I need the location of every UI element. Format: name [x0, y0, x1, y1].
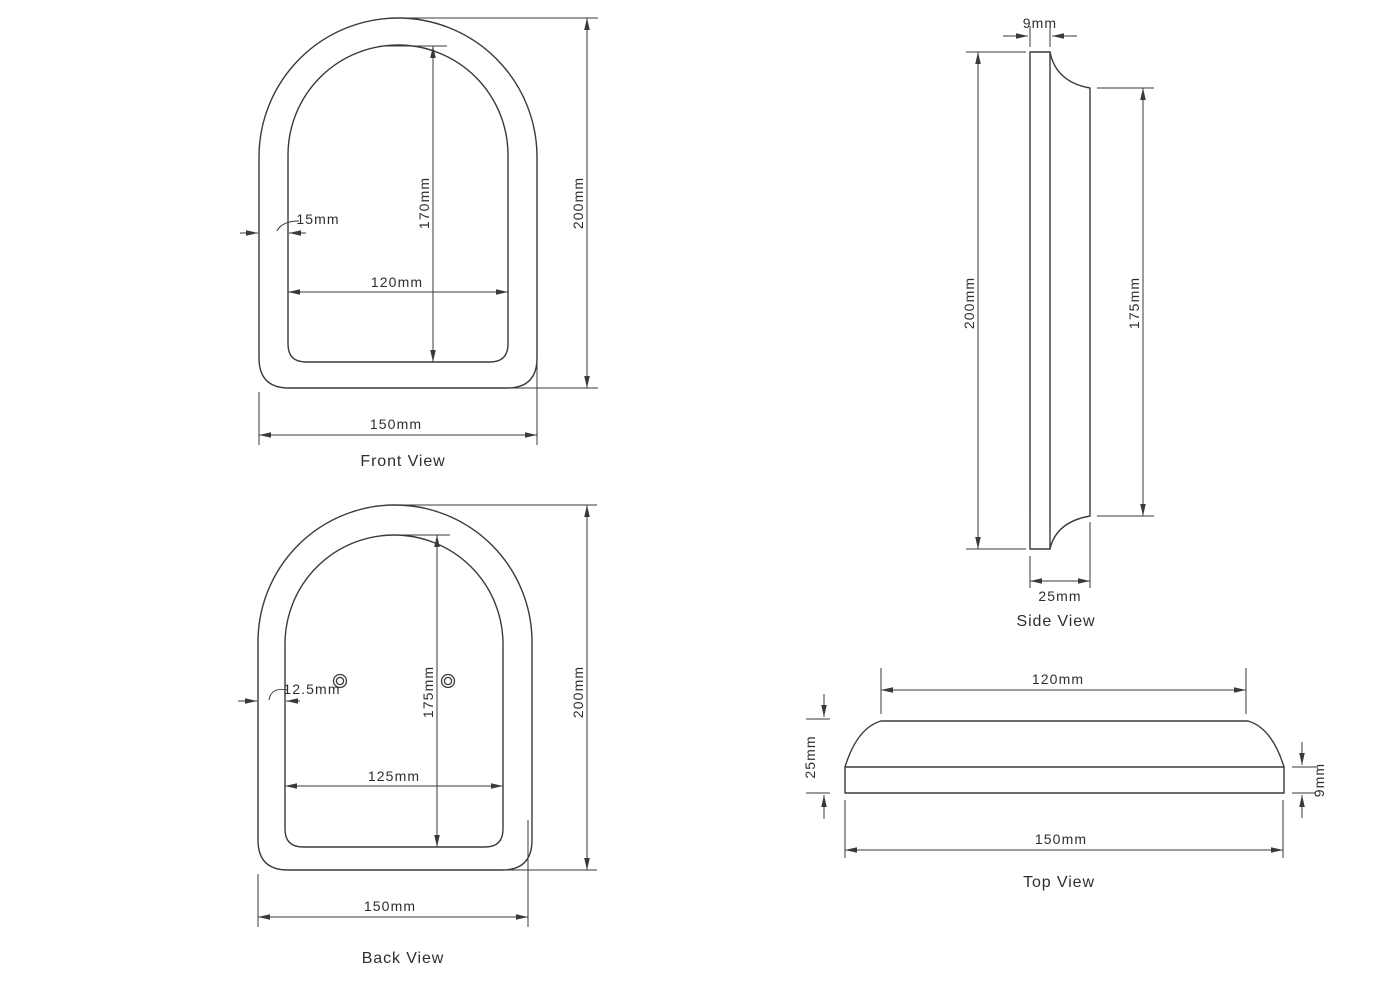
- side-dim-face-height: 175mm: [1097, 87, 1154, 517]
- front-dim-inner-height: 170mm: [380, 45, 447, 362]
- top-dim-base-thickness: 9mm: [1292, 742, 1327, 818]
- side-dim-overall-depth: 25mm: [1029, 522, 1091, 604]
- back-inner-height-value: 175mm: [420, 666, 436, 718]
- top-view-label: Top View: [1023, 874, 1095, 891]
- side-face-height-value: 175mm: [1126, 277, 1142, 329]
- front-wall-thickness-value: 15mm: [296, 211, 339, 227]
- front-dim-outer-width: 150mm: [258, 362, 538, 445]
- top-dim-overall-depth: 25mm: [802, 694, 830, 819]
- hole-outer-circle: [440, 673, 456, 689]
- side-dim-top-thickness: 9mm: [1003, 15, 1077, 47]
- side-view: 9mm 200mm 175mm 25mm Side View: [961, 15, 1154, 630]
- back-outer-width-value: 150mm: [364, 898, 416, 914]
- back-outer-height-value: 200mm: [570, 666, 586, 718]
- front-outer-height-value: 200mm: [570, 177, 586, 229]
- back-inner-outline: [284, 534, 504, 848]
- front-dim-inner-width: 120mm: [288, 274, 508, 295]
- front-view: 200mm 170mm 120mm 150mm 15mm Front View: [240, 17, 598, 470]
- back-dim-outer-height: 200mm: [397, 504, 597, 871]
- top-dim-base-width: 150mm: [844, 800, 1284, 858]
- side-overall-height-value: 200mm: [961, 277, 977, 329]
- side-overall-depth-value: 25mm: [1038, 588, 1081, 604]
- front-outer-outline: [258, 17, 538, 389]
- side-dim-overall-height: 200mm: [961, 51, 1026, 550]
- top-top-width-value: 120mm: [1032, 671, 1084, 687]
- back-view: 200mm 175mm 125mm 150mm 12.5mm Back View: [238, 504, 597, 967]
- side-top-thickness-value: 9mm: [1023, 15, 1057, 31]
- top-dim-top-width: 120mm: [880, 668, 1247, 714]
- back-screw-hole-left: [332, 673, 348, 689]
- back-wall-thickness-value: 12.5mm: [283, 681, 340, 697]
- back-dim-wall-thickness: 12.5mm: [238, 681, 340, 704]
- front-inner-height-value: 170mm: [416, 177, 432, 229]
- hole-outer-circle: [332, 673, 348, 689]
- leader-line: [276, 220, 300, 232]
- back-dim-inner-height: 175mm: [385, 534, 450, 847]
- leader-line: [268, 689, 288, 701]
- side-profile-outline: [1029, 51, 1091, 550]
- front-inner-outline: [287, 44, 509, 363]
- front-dim-outer-height: 200mm: [398, 17, 598, 389]
- top-profile-outline: [844, 720, 1285, 794]
- back-screw-hole-right: [440, 673, 456, 689]
- top-view: 120mm 25mm 9mm 150mm Top View: [802, 668, 1327, 891]
- hole-inner-circle: [335, 676, 345, 686]
- back-dim-outer-width: 150mm: [257, 820, 529, 927]
- top-overall-depth-value: 25mm: [802, 735, 818, 778]
- back-view-label: Back View: [362, 950, 445, 967]
- top-base-width-value: 150mm: [1035, 831, 1087, 847]
- side-view-label: Side View: [1017, 613, 1096, 630]
- back-dim-inner-width: 125mm: [285, 768, 503, 789]
- top-base-thickness-value: 9mm: [1311, 763, 1327, 797]
- back-inner-width-value: 125mm: [368, 768, 420, 784]
- hole-inner-circle: [443, 676, 453, 686]
- front-inner-width-value: 120mm: [371, 274, 423, 290]
- front-outer-width-value: 150mm: [370, 416, 422, 432]
- front-dim-wall-thickness: 15mm: [240, 211, 339, 236]
- front-view-label: Front View: [360, 453, 445, 470]
